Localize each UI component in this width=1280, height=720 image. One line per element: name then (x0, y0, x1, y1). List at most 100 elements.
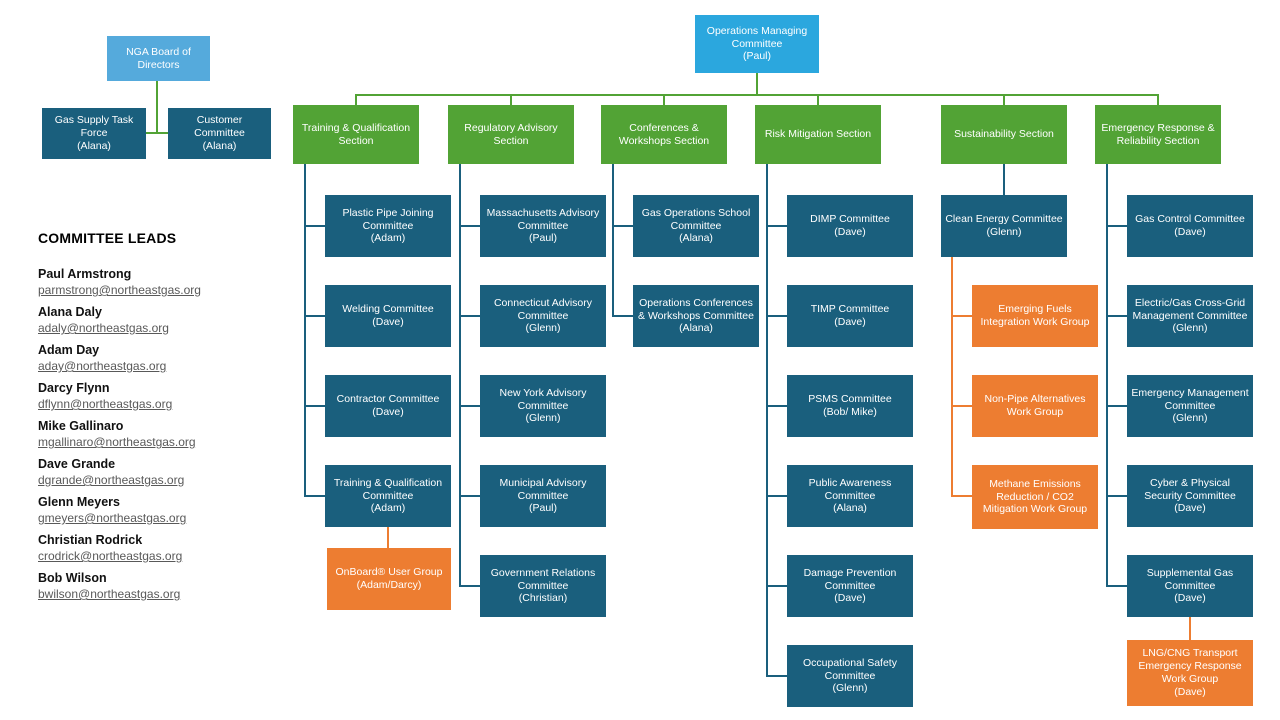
connector-line (766, 585, 787, 587)
committee-dimp: DIMP Committee (Dave) (787, 195, 913, 257)
box-title: TIMP Committee (810, 303, 890, 316)
lead-email[interactable]: bwilson@northeastgas.org (38, 587, 181, 601)
box-lead: (Glenn) (832, 682, 868, 695)
lead-email[interactable]: aday@northeastgas.org (38, 359, 167, 373)
connector-line (304, 315, 325, 317)
box-title: Welding Committee (342, 303, 434, 316)
connector-line (766, 675, 787, 677)
committee-leads-panel: COMMITTEE LEADS Paul Armstrong parmstron… (38, 230, 288, 608)
section-sustainability: Sustainability Section (941, 105, 1067, 164)
connector-line (355, 94, 1159, 96)
committee-supplemental-gas: Supplemental Gas Committee (Dave) (1127, 555, 1253, 617)
box-title: Occupational Safety Committee (803, 656, 897, 682)
box-lead: (Alana) (679, 322, 713, 335)
section-training-qualification: Training & Qualification Section (293, 105, 419, 164)
lead-entry: Alana Daly adaly@northeastgas.org (38, 304, 288, 336)
box-lead: (Dave) (1174, 685, 1206, 698)
lead-entry: Christian Rodrick crodrick@northeastgas.… (38, 532, 288, 564)
box-title: Training & Qualification Section (301, 121, 411, 147)
committee-psms: PSMS Committee (Bob/ Mike) (787, 375, 913, 437)
committee-operations-conferences-workshops: Operations Conferences & Workshops Commi… (633, 285, 759, 347)
connector-line (951, 257, 953, 497)
lead-entry: Mike Gallinaro mgallinaro@northeastgas.o… (38, 418, 288, 450)
box-title: Plastic Pipe Joining Committee (342, 206, 434, 232)
lead-email[interactable]: dflynn@northeastgas.org (38, 397, 173, 411)
committee-public-awareness: Public Awareness Committee (Alana) (787, 465, 913, 527)
lead-name: Adam Day (38, 343, 100, 357)
box-lead: (Glenn) (525, 412, 561, 425)
box-title: Cyber & Physical Security Committee (1144, 476, 1236, 502)
lead-email[interactable]: gmeyers@northeastgas.org (38, 511, 187, 525)
box-title: Emerging Fuels Integration Work Group (980, 303, 1090, 328)
connector-line (766, 164, 768, 677)
connector-line (146, 132, 168, 134)
box-lead: (Dave) (834, 592, 866, 605)
connector-line (1106, 164, 1108, 587)
connector-line (663, 94, 665, 105)
box-lead: (Adam) (370, 502, 406, 515)
workgroup-lng-cng-transport: LNG/CNG Transport Emergency Response Wor… (1127, 640, 1253, 706)
section-risk-mitigation: Risk Mitigation Section (755, 105, 881, 164)
box-title: Customer Committee (194, 114, 245, 140)
connector-line (459, 225, 480, 227)
lead-entry: Glenn Meyers gmeyers@northeastgas.org (38, 494, 288, 526)
committee-plastic-pipe-joining: Plastic Pipe Joining Committee (Adam) (325, 195, 451, 257)
lead-name: Alana Daly (38, 305, 102, 319)
connector-line (756, 73, 758, 96)
box-title: Contractor Committee (336, 393, 440, 406)
committee-new-york-advisory: New York Advisory Committee (Glenn) (480, 375, 606, 437)
connector-line (1106, 585, 1127, 587)
lead-email[interactable]: dgrande@northeastgas.org (38, 473, 185, 487)
connector-line (1003, 164, 1005, 195)
connector-line (1189, 617, 1191, 640)
lead-email[interactable]: adaly@northeastgas.org (38, 321, 169, 335)
lead-name: Paul Armstrong (38, 267, 132, 281)
customer-committee-box: Customer Committee (Alana) (168, 108, 271, 159)
connector-line (1106, 225, 1127, 227)
committee-clean-energy: Clean Energy Committee (Glenn) (941, 195, 1067, 257)
lead-entry: Adam Day aday@northeastgas.org (38, 342, 288, 374)
box-lead: (Glenn) (1172, 412, 1208, 425)
connector-line (817, 94, 819, 105)
connector-line (459, 315, 480, 317)
box-title: Gas Control Committee (1135, 213, 1245, 226)
box-lead: (Glenn) (986, 226, 1022, 238)
box-lead: (Alana) (202, 139, 237, 152)
lead-email[interactable]: crodrick@northeastgas.org (38, 549, 183, 563)
box-title: NGA Board of Directors (126, 45, 191, 71)
box-lead: (Dave) (1174, 226, 1206, 238)
box-title: Operations Managing Committee (706, 24, 808, 50)
lead-name: Christian Rodrick (38, 533, 143, 547)
connector-line (766, 225, 787, 227)
connector-line (459, 495, 480, 497)
lead-entry: Paul Armstrong parmstrong@northeastgas.o… (38, 266, 288, 298)
box-lead: (Adam/Darcy) (356, 579, 422, 591)
leads-title: COMMITTEE LEADS (38, 230, 177, 246)
box-title: PSMS Committee (808, 393, 892, 406)
box-title: New York Advisory Committee (499, 386, 587, 412)
box-title: Electric/Gas Cross-Grid Management Commi… (1132, 296, 1248, 322)
box-lead: (Adam) (370, 232, 406, 245)
lead-email[interactable]: mgallinaro@northeastgas.org (38, 435, 196, 449)
committee-connecticut-advisory: Connecticut Advisory Committee (Glenn) (480, 285, 606, 347)
workgroup-methane-emissions: Methane Emissions Reduction / CO2 Mitiga… (972, 465, 1098, 529)
box-lead: (Dave) (1174, 502, 1206, 515)
committee-cyber-physical-security: Cyber & Physical Security Committee (Dav… (1127, 465, 1253, 527)
box-title: Emergency Response & Reliability Section (1101, 121, 1215, 147)
committee-emergency-management: Emergency Management Committee (Glenn) (1127, 375, 1253, 437)
operations-managing-committee-box: Operations Managing Committee (Paul) (695, 15, 819, 73)
box-lead: (Paul) (528, 502, 557, 515)
lead-name: Glenn Meyers (38, 495, 120, 509)
lead-entry: Darcy Flynn dflynn@northeastgas.org (38, 380, 288, 412)
committee-occupational-safety: Occupational Safety Committee (Glenn) (787, 645, 913, 707)
workgroup-onboard-user-group: OnBoard® User Group (Adam/Darcy) (327, 548, 451, 610)
nga-board-of-directors-box: NGA Board of Directors (107, 36, 210, 81)
lead-email[interactable]: parmstrong@northeastgas.org (38, 283, 201, 297)
box-title: Municipal Advisory Committee (499, 476, 587, 502)
lead-entry: Bob Wilson bwilson@northeastgas.org (38, 570, 288, 602)
box-title: Clean Energy Committee (945, 213, 1063, 226)
box-lead: (Bob/ Mike) (823, 406, 877, 418)
connector-line (304, 495, 325, 497)
lead-name: Dave Grande (38, 457, 116, 471)
